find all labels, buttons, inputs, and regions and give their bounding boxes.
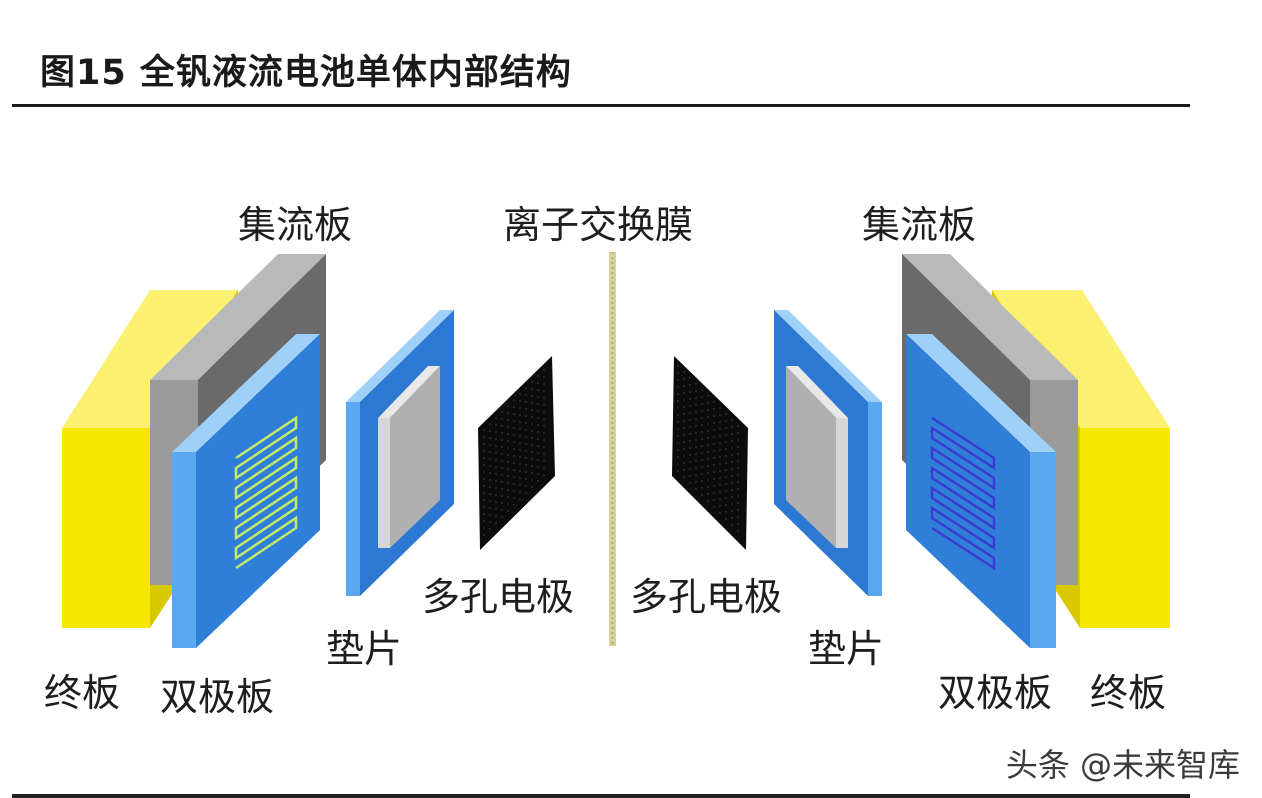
figure-title: 图15 全钒液流电池单体内部结构 [40, 53, 572, 93]
porous-electrode-right-texture [677, 365, 739, 532]
label-bipolar-plate-left: 双极板 [160, 675, 275, 719]
porous-electrode-left-texture [483, 369, 545, 536]
label-gasket-right: 垫片 [808, 627, 885, 671]
ion-exchange-membrane [609, 252, 616, 646]
label-porous-electrode-right: 多孔电极 [630, 575, 783, 619]
gasket-left [346, 310, 454, 596]
bipolar-plate-right [906, 334, 1056, 648]
label-gasket-left: 垫片 [326, 627, 403, 671]
label-current-collector-left: 集流板 [238, 203, 353, 247]
label-current-collector-right: 集流板 [862, 203, 977, 247]
gasket-right [774, 310, 882, 596]
bottom-rule [12, 794, 1190, 798]
flow-channel-right [930, 416, 996, 571]
label-membrane: 离子交换膜 [503, 203, 694, 247]
watermark: 头条 @未来智库 [1005, 746, 1240, 784]
label-end-plate-right: 终板 [1090, 671, 1167, 715]
porous-electrode-left [478, 356, 555, 550]
label-porous-electrode-left: 多孔电极 [422, 575, 575, 619]
flow-channel-left [234, 415, 298, 570]
title-underline [12, 104, 1190, 107]
bipolar-plate-left [172, 334, 320, 648]
porous-electrode-right [672, 356, 748, 550]
label-bipolar-plate-right: 双极板 [938, 671, 1053, 715]
label-end-plate-left: 终板 [44, 671, 121, 715]
